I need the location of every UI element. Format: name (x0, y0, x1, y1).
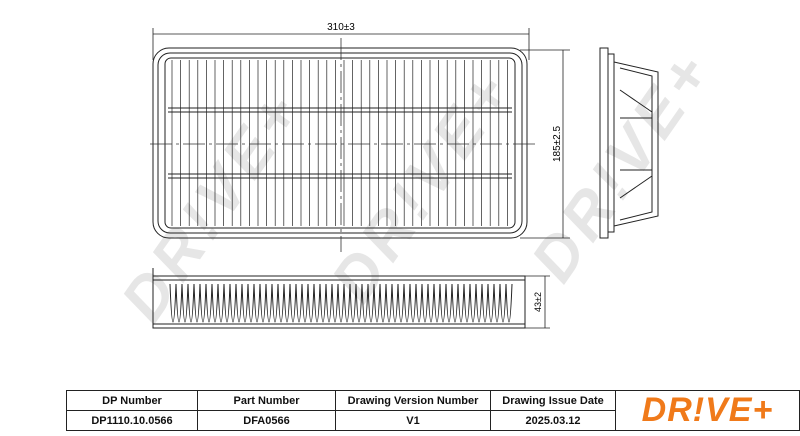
dimension-depth (525, 275, 550, 329)
dimension-height (520, 49, 570, 239)
center-lines (150, 38, 535, 252)
value-drawing-version: V1 (335, 410, 491, 431)
depth-dimension-label: 43±2 (533, 292, 543, 312)
bottom-view (152, 268, 526, 329)
side-view (599, 47, 659, 239)
value-dp-number: DP1110.10.0566 (66, 410, 198, 431)
width-dimension-label: 310±3 (327, 22, 355, 33)
header-dp-number: DP Number (66, 390, 198, 411)
pleat-zigzag (169, 283, 513, 323)
header-part-number: Part Number (197, 390, 336, 411)
dimension-width (152, 28, 530, 60)
height-dimension-label: 185±2.5 (552, 126, 563, 163)
title-block: DP Number Part Number Drawing Version Nu… (66, 390, 800, 431)
header-issue-date: Drawing Issue Date (490, 390, 616, 411)
brand-logo: DR!VE+ (615, 390, 800, 431)
front-view (152, 47, 528, 239)
value-part-number: DFA0566 (197, 410, 336, 431)
value-issue-date: 2025.03.12 (490, 410, 616, 431)
header-drawing-version: Drawing Version Number (335, 390, 491, 411)
